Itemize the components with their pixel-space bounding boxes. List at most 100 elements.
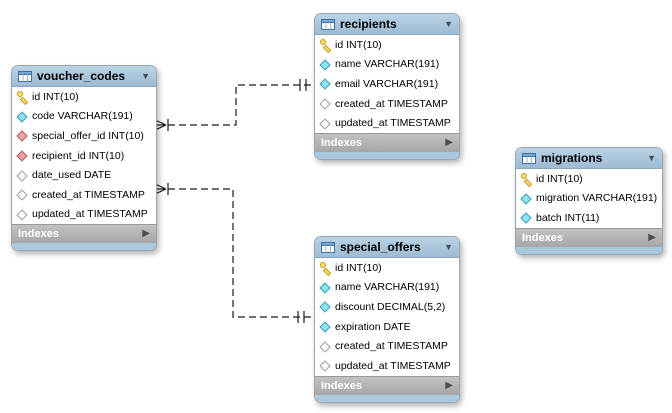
collapse-arrow-icon[interactable]: ▼ <box>647 152 656 163</box>
collapse-arrow-icon[interactable]: ▼ <box>141 70 150 81</box>
table-voucher-codes[interactable]: voucher_codes ▼ id INT(10) code VARCHAR(1… <box>11 65 157 252</box>
column-label: batch INT(11) <box>536 211 600 224</box>
column-label: migration VARCHAR(191) <box>536 192 658 205</box>
diamond-hollow-icon <box>319 360 330 371</box>
one-mandatory-marker <box>299 79 307 91</box>
indexes-footer[interactable]: Indexes ▶ <box>315 132 459 152</box>
table-title: voucher_codes <box>37 69 126 83</box>
expand-arrow-icon[interactable]: ▶ <box>648 231 656 243</box>
column-row[interactable]: code VARCHAR(191) <box>12 107 156 127</box>
column-row[interactable]: expiration DATE <box>315 317 459 337</box>
table-bottom-strip <box>12 243 156 251</box>
column-row[interactable]: discount DECIMAL(5,2) <box>315 297 459 317</box>
indexes-footer[interactable]: Indexes ▶ <box>516 227 662 247</box>
diamond-red-icon <box>16 130 27 141</box>
diamond-cyan-icon <box>319 321 330 332</box>
table-header[interactable]: special_offers ▼ <box>315 237 459 258</box>
diamond-hollow-icon <box>319 118 330 129</box>
column-row[interactable]: name VARCHAR(191) <box>315 55 459 75</box>
column-row[interactable]: date_used DATE <box>12 165 156 185</box>
table-header[interactable]: migrations ▼ <box>516 148 662 169</box>
table-title: migrations <box>541 151 603 165</box>
column-label: id INT(10) <box>536 172 583 185</box>
column-label: id INT(10) <box>335 261 382 274</box>
column-label: recipient_id INT(10) <box>32 149 125 162</box>
table-migrations[interactable]: migrations ▼ id INT(10) migration VARCHAR… <box>515 147 663 255</box>
column-label: created_at TIMESTAMP <box>335 97 448 110</box>
column-label: created_at TIMESTAMP <box>32 188 145 201</box>
column-row[interactable]: name VARCHAR(191) <box>315 278 459 298</box>
key-icon <box>319 39 330 50</box>
column-row[interactable]: special_offer_id INT(10) <box>12 126 156 146</box>
column-row[interactable]: recipient_id INT(10) <box>12 146 156 166</box>
column-label: code VARCHAR(191) <box>32 110 133 123</box>
expand-arrow-icon[interactable]: ▶ <box>445 136 453 148</box>
column-row[interactable]: id INT(10) <box>516 169 662 189</box>
collapse-arrow-icon[interactable]: ▼ <box>444 18 453 29</box>
table-special-offers[interactable]: special_offers ▼ id INT(10) name VARCHAR(… <box>314 236 460 403</box>
column-row[interactable]: id INT(10) <box>315 258 459 278</box>
table-header[interactable]: voucher_codes ▼ <box>12 66 156 87</box>
diamond-hollow-icon <box>16 170 27 181</box>
diamond-cyan-icon <box>520 193 531 204</box>
column-label: id INT(10) <box>32 90 79 103</box>
collapse-arrow-icon[interactable]: ▼ <box>444 241 453 252</box>
table-icon <box>321 241 335 253</box>
table-header[interactable]: recipients ▼ <box>315 14 459 35</box>
column-row[interactable]: created_at TIMESTAMP <box>12 185 156 205</box>
indexes-label: Indexes <box>522 231 563 244</box>
table-icon <box>321 18 335 30</box>
column-label: email VARCHAR(191) <box>335 77 439 90</box>
expand-arrow-icon[interactable]: ▶ <box>445 379 453 391</box>
relationship-voucher-codes-recipients[interactable] <box>154 79 314 131</box>
column-list: id INT(10)name VARCHAR(191) email VARCHAR… <box>315 35 459 133</box>
column-label: updated_at TIMESTAMP <box>335 117 451 130</box>
column-row[interactable]: batch INT(11) <box>516 208 662 228</box>
column-label: date_used DATE <box>32 169 112 182</box>
table-bottom-strip <box>315 394 459 402</box>
diamond-cyan-icon <box>16 111 27 122</box>
column-list: id INT(10) code VARCHAR(191) special_offer… <box>12 87 156 225</box>
indexes-footer[interactable]: Indexes ▶ <box>315 375 459 395</box>
column-list: id INT(10) name VARCHAR(191) discount DECI… <box>315 258 459 376</box>
expand-arrow-icon[interactable]: ▶ <box>142 228 150 240</box>
indexes-label: Indexes <box>321 136 362 149</box>
diamond-hollow-icon <box>319 341 330 352</box>
diamond-hollow-icon <box>16 189 27 200</box>
column-label: discount DECIMAL(5,2) <box>335 300 446 313</box>
relationship-line[interactable] <box>168 84 314 126</box>
table-title: recipients <box>340 17 397 31</box>
key-icon <box>319 262 330 273</box>
diamond-hollow-icon <box>319 98 330 109</box>
relationship-voucher-codes-special-offers[interactable] <box>154 183 314 323</box>
column-row[interactable]: id INT(10) <box>12 87 156 107</box>
column-row[interactable]: updated_at TIMESTAMP <box>12 205 156 225</box>
diamond-cyan-icon <box>319 78 330 89</box>
key-icon <box>16 91 27 102</box>
crowsfoot-many-marker <box>154 119 169 131</box>
table-bottom-strip <box>315 151 459 159</box>
column-label: special_offer_id INT(10) <box>32 129 144 142</box>
column-row[interactable]: updated_at TIMESTAMP <box>315 113 459 133</box>
column-row[interactable]: created_at TIMESTAMP <box>315 94 459 114</box>
diamond-hollow-icon <box>16 209 27 220</box>
column-label: updated_at TIMESTAMP <box>335 359 451 372</box>
column-row[interactable]: created_at TIMESTAMP <box>315 336 459 356</box>
diamond-cyan-icon <box>520 212 531 223</box>
column-row[interactable]: migration VARCHAR(191) <box>516 189 662 209</box>
relationship-line[interactable] <box>168 188 314 318</box>
column-row[interactable]: id INT(10) <box>315 35 459 55</box>
column-row[interactable]: email VARCHAR(191) <box>315 74 459 94</box>
key-icon <box>520 173 531 184</box>
column-label: created_at TIMESTAMP <box>335 340 448 353</box>
indexes-footer[interactable]: Indexes ▶ <box>12 224 156 244</box>
column-label: expiration DATE <box>335 320 411 333</box>
column-row[interactable]: updated_at TIMESTAMP <box>315 356 459 376</box>
table-recipients[interactable]: recipients ▼ id INT(10)name VARCHAR(191)… <box>314 13 460 160</box>
diamond-red-icon <box>16 150 27 161</box>
crowsfoot-many-marker <box>154 183 169 195</box>
table-title: special_offers <box>340 240 421 254</box>
diamond-cyan-icon <box>319 301 330 312</box>
